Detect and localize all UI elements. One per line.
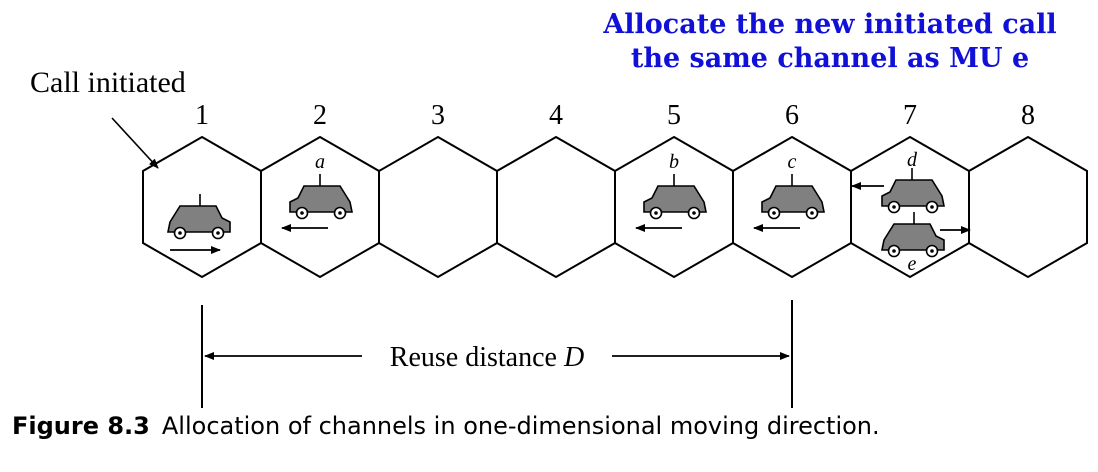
mobile-unit-e — [881, 212, 945, 258]
cell-number-1: 1 — [195, 100, 209, 131]
mobile-unit-c — [761, 174, 825, 220]
mobile-unit-caller — [167, 194, 231, 240]
reuse-distance-label: Reuse distance D — [390, 342, 584, 373]
cell-number-2: 2 — [313, 100, 327, 131]
cell-numbers: 1 2 3 4 5 6 7 8 — [195, 100, 1035, 131]
mobile-unit-b — [643, 174, 707, 220]
cell-number-8: 8 — [1021, 100, 1035, 131]
cell-row — [142, 135, 1088, 279]
mobile-unit-d — [881, 168, 945, 214]
cell-number-6: 6 — [785, 100, 799, 131]
mobile-unit-label-a: a — [315, 151, 325, 173]
figure-caption-text: Allocation of channels in one-dimensiona… — [161, 412, 880, 440]
mobile-unit-label-d: d — [907, 149, 918, 171]
figure-caption: Figure 8.3 Allocation of channels in one-… — [12, 412, 1092, 440]
call-initiated-label: Call initiated — [30, 66, 186, 99]
cell-8 — [968, 135, 1088, 279]
cell-number-5: 5 — [667, 100, 681, 131]
mobile-unit-label-e: e — [908, 253, 917, 275]
cell-number-4: 4 — [549, 100, 563, 131]
allocation-callout: Allocate the new initiated call the same… — [600, 8, 1060, 76]
cell-3 — [378, 135, 498, 279]
mobile-unit-label-b: b — [669, 151, 679, 173]
cell-number-7: 7 — [903, 100, 917, 131]
cell-4 — [496, 135, 616, 279]
call-pointer-arrow — [111, 117, 159, 169]
callout-line-2: the same channel as MU e — [630, 43, 1030, 74]
mobile-unit-a — [289, 174, 353, 220]
cell-number-3: 3 — [431, 100, 445, 131]
mobile-unit-label-c: c — [788, 151, 797, 173]
mobile-units: a b c d e — [167, 149, 971, 275]
figure-number: Figure 8.3 — [12, 412, 150, 440]
callout-line-1: Allocate the new initiated call — [603, 9, 1057, 40]
